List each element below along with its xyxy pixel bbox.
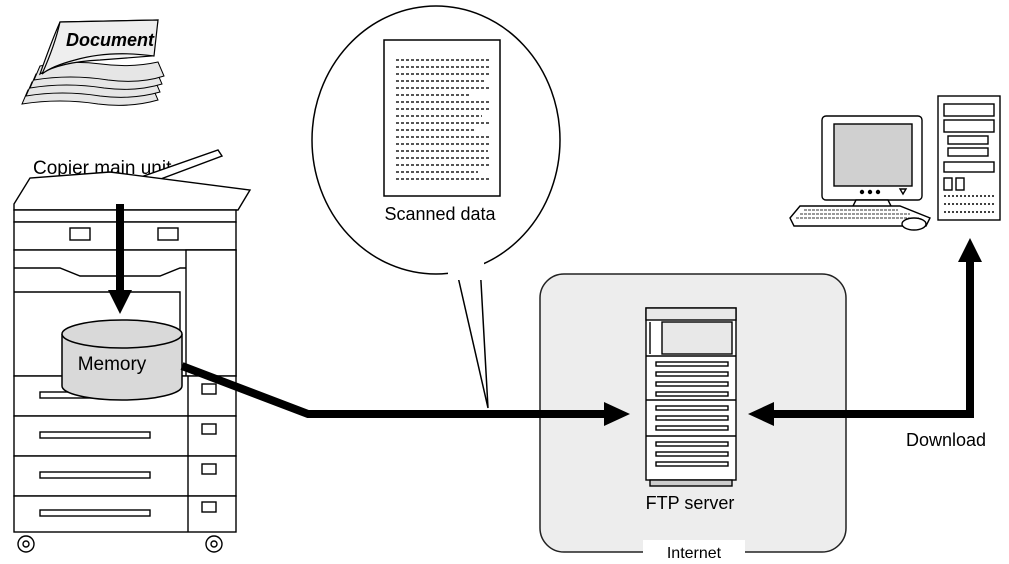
document-stack-icon [21, 19, 165, 106]
arrow-copier-to-memory [108, 204, 132, 314]
arrow-memory-to-ftp [180, 362, 630, 426]
document-label: Document [66, 30, 155, 50]
scanned-data-label: Scanned data [384, 204, 496, 224]
ftp-server-label: FTP server [646, 493, 735, 513]
scanned-text-lines [396, 59, 490, 180]
memory-label: Memory [78, 354, 147, 375]
computer-icon [789, 95, 1001, 231]
internet-label: Internet [667, 545, 722, 562]
memory-cylinder-icon [61, 319, 183, 401]
arrow-download [748, 238, 982, 426]
ftp-server-icon [645, 307, 737, 487]
download-label: Download [906, 430, 986, 450]
copier-label: Copier main unit [33, 158, 172, 179]
speech-bubble-icon [311, 5, 561, 409]
